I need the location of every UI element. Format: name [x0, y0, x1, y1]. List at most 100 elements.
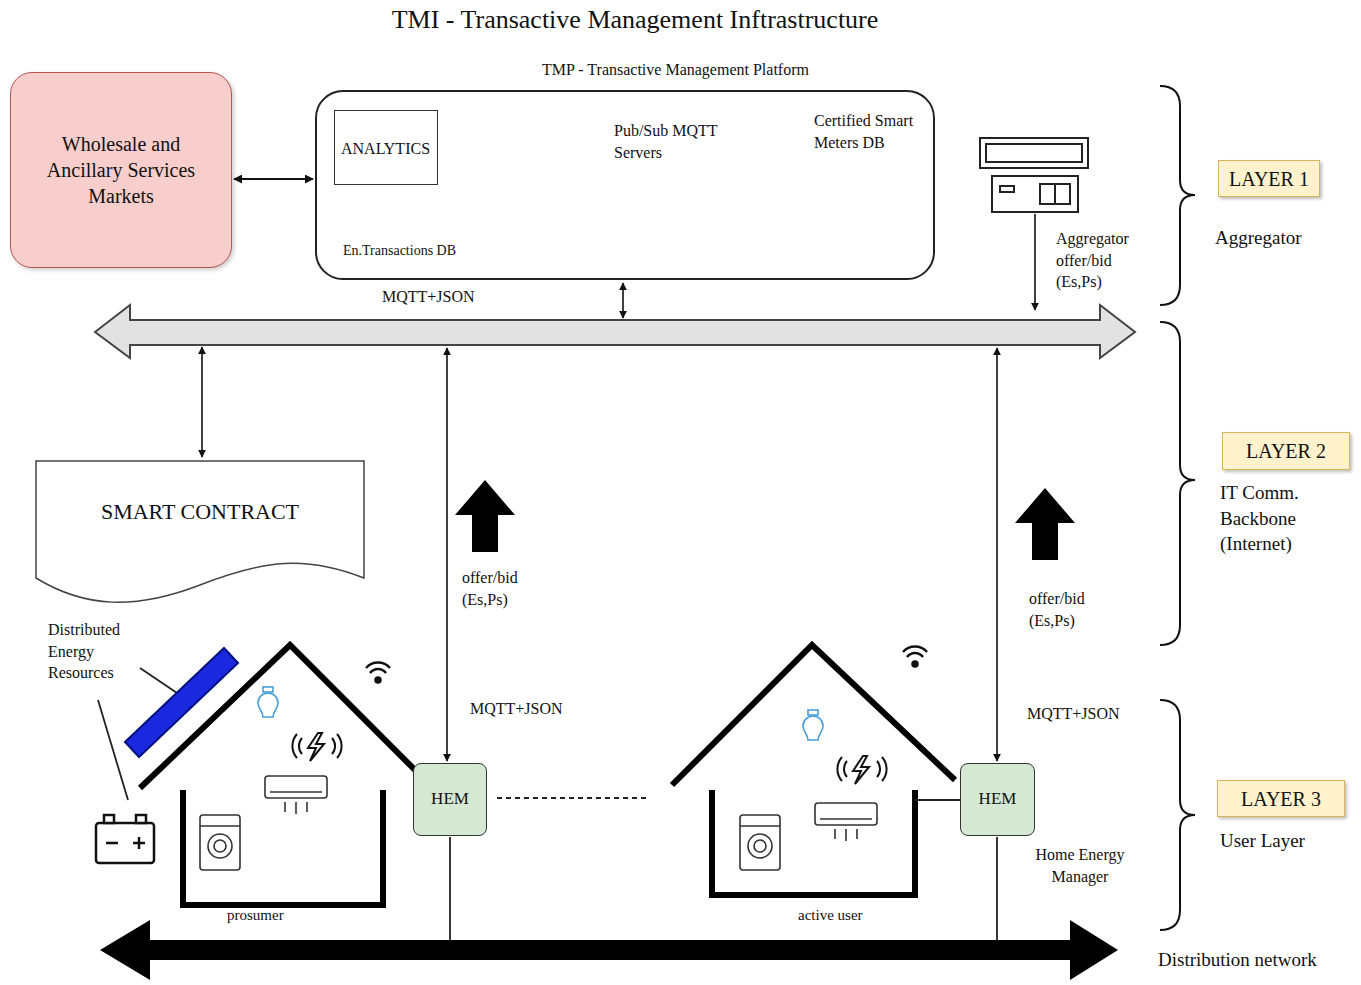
wifi-icon [366, 647, 927, 683]
appliance-icons [808, 710, 818, 715]
wifi-icon [913, 662, 918, 667]
appliance-icons [200, 825, 240, 827]
node-text: HEM [979, 788, 1017, 810]
layer-tag: LAYER 3 [1217, 780, 1345, 817]
text-label: offer/bid (Es,Ps) [1029, 588, 1109, 631]
arrow [201, 347, 203, 457]
layer-tag: LAYER 1 [1218, 160, 1320, 197]
node-text: LAYER 1 [1229, 166, 1309, 192]
wire [98, 700, 128, 800]
text-label: En.Transactions DB [343, 242, 456, 261]
offer-arrow [455, 480, 515, 552]
house-outline [712, 790, 915, 895]
layer-brace [1160, 322, 1195, 645]
text-label: Distributed Energy Resources [48, 619, 143, 684]
house-outline [183, 790, 383, 905]
document-outline [35, 460, 365, 610]
power-symbol [292, 733, 886, 784]
appliance-icons [748, 834, 772, 858]
appliance-icons [834, 829, 836, 839]
offer-arrow [1015, 488, 1075, 560]
node-text: LAYER 2 [1246, 438, 1326, 464]
text-label: Home Energy Manager [1024, 844, 1136, 887]
battery-icon [138, 837, 141, 849]
market-box: Wholesale and Ancillary Services Markets [10, 72, 232, 268]
appliance-icons [815, 803, 877, 825]
arrow [996, 348, 998, 761]
computer-icon [1000, 186, 1014, 192]
offer-arrow [455, 480, 1075, 560]
text-label: IT Comm. Backbone (Internet) [1220, 480, 1332, 557]
computer-icon [986, 144, 1082, 162]
appliance-icons [845, 829, 847, 841]
hem-box: HEM [960, 763, 1035, 836]
text-label: offer/bid (Es,Ps) [462, 567, 542, 610]
appliance-icons [740, 815, 780, 870]
appliance-icons [295, 802, 297, 814]
node-text: SMART CONTRACT [101, 498, 299, 527]
node-text: LAYER 3 [1241, 786, 1321, 812]
power-symbol [837, 757, 886, 781]
text-label: MQTT+JSON [470, 698, 563, 720]
text-label: Pub/Sub MQTT Servers [614, 120, 729, 163]
wire [140, 668, 180, 695]
layer-brace [1160, 86, 1195, 305]
wire [915, 799, 960, 801]
battery-icon [104, 815, 114, 823]
computer-icon [980, 138, 1088, 168]
power-symbol [308, 733, 324, 761]
diagram-title: TMI - Transactive Management Inftrastruc… [0, 2, 1270, 37]
communication-bus [95, 305, 1135, 358]
battery-icon [96, 823, 154, 863]
solar-panel [125, 648, 238, 757]
appliance-icons [754, 840, 766, 852]
hem-box: HEM [413, 763, 487, 836]
text-label: MQTT+JSON [1027, 703, 1120, 725]
layer-brace [1160, 86, 1195, 930]
wire [497, 797, 650, 799]
node-text: Wholesale and Ancillary Services Markets [34, 131, 209, 209]
layer-tag: LAYER 2 [1222, 432, 1350, 470]
text-label: Aggregator [1215, 225, 1302, 251]
node-text: HEM [431, 788, 469, 810]
wifi-icon [366, 663, 390, 673]
document-outline [36, 461, 364, 602]
house-outline [140, 645, 955, 905]
battery-icon [96, 815, 154, 863]
appliance-icons [856, 829, 858, 839]
communication-bus [95, 305, 1135, 358]
battery-icon [106, 842, 118, 845]
battery-icon [136, 815, 146, 823]
wire [449, 837, 451, 940]
layer-brace [1160, 700, 1195, 930]
distribution-network-arrow [100, 920, 1118, 980]
power-symbol [853, 756, 869, 784]
appliance-icons [200, 687, 877, 870]
computer-icon [1054, 184, 1056, 204]
text-label: prosumer [227, 905, 284, 925]
analytics-box: ANALYTICS [334, 110, 438, 185]
computer-icon [980, 138, 1088, 212]
distribution-network-arrow [100, 920, 1118, 980]
text-label: MQTT+JSON [382, 286, 475, 308]
arrow [1034, 214, 1036, 310]
arrow [446, 348, 448, 761]
appliance-icons [306, 802, 308, 812]
appliance-icons [208, 834, 232, 858]
wire [996, 837, 998, 940]
node-text: ANALYTICS [341, 139, 430, 160]
text-label: Aggregator offer/bid (Es,Ps) [1056, 228, 1151, 293]
appliance-icons [265, 776, 327, 798]
power-symbol [292, 734, 341, 758]
wifi-icon [376, 678, 381, 683]
solar-panel [125, 648, 238, 757]
appliance-icons [740, 825, 780, 827]
appliance-icons [284, 802, 286, 812]
text-label: Distribution network [1158, 947, 1317, 973]
text-label: active user [798, 905, 863, 925]
appliance-icons [263, 687, 273, 692]
appliance-icons [200, 815, 240, 870]
wire [98, 668, 997, 940]
appliance-icons [803, 716, 823, 740]
text-label: User Layer [1220, 828, 1305, 854]
